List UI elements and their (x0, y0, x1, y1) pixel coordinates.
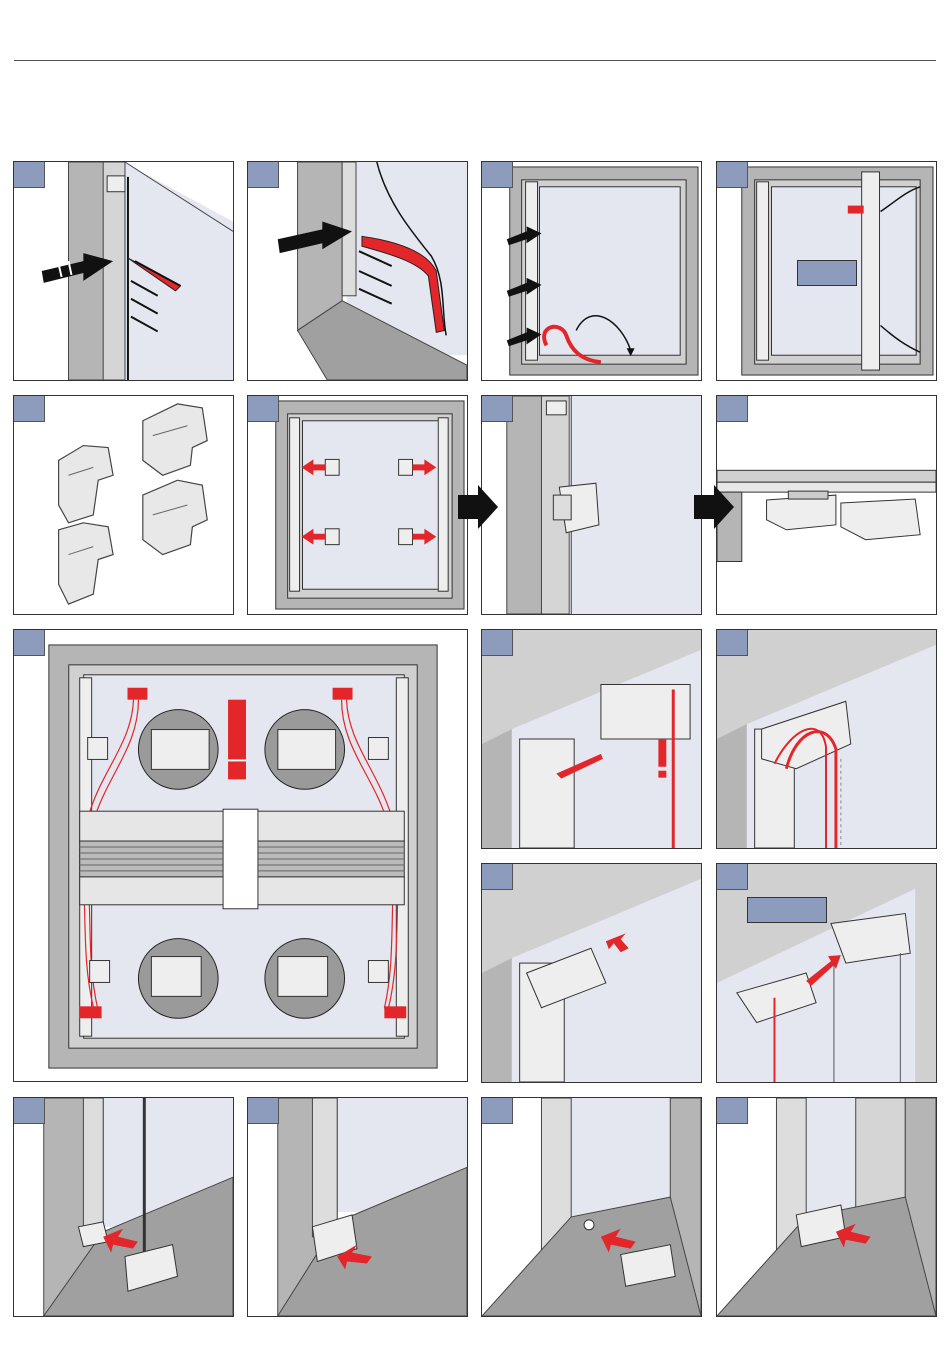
step-8-panel (716, 395, 937, 615)
step-badge (717, 864, 748, 890)
bracket-side-illustration (482, 396, 701, 614)
step-badge (717, 162, 748, 188)
step-badge (14, 630, 45, 656)
step-badge (248, 1098, 279, 1124)
clip-insert-illustration (14, 162, 233, 380)
step-badge (482, 864, 513, 890)
step-badge (248, 396, 279, 422)
step-4-panel (716, 161, 937, 381)
bottom-bracket-4-illustration (717, 1098, 936, 1316)
bracket-positions-illustration (248, 396, 467, 614)
headrail-clip-illustration (482, 630, 701, 848)
step-badge (482, 162, 513, 188)
step-badge (248, 162, 279, 188)
headrail-press-illustration (482, 864, 701, 1082)
step-badge (717, 396, 748, 422)
bottom-bracket-2-illustration (248, 1098, 467, 1316)
bracket-section-illustration (717, 396, 936, 614)
step-badge (14, 396, 45, 422)
step-13-panel (716, 863, 937, 1083)
next-arrow-icon (458, 485, 498, 529)
step-5-panel (13, 395, 234, 615)
step-11-panel (716, 629, 937, 849)
bottom-bracket-3-illustration (482, 1098, 701, 1316)
frame-routing-illustration (482, 162, 701, 380)
step-badge (482, 396, 513, 422)
step-badge (717, 630, 748, 656)
bottom-bracket-1-illustration (14, 1098, 233, 1316)
step-1-panel (13, 161, 234, 381)
step-15-panel (247, 1097, 468, 1317)
step-6-panel (247, 395, 468, 615)
cord-insert-illustration (248, 162, 467, 380)
step-badge (717, 1098, 748, 1124)
cord-routing-headrail-illustration (717, 630, 936, 848)
attach-label-box (747, 897, 827, 923)
next-arrow-icon (694, 485, 734, 529)
pleated-blind-overview-illustration (14, 630, 467, 1081)
step-badge (14, 1098, 45, 1124)
step-12-panel (481, 863, 702, 1083)
step-badge (482, 1098, 513, 1124)
bracket-parts-illustration (14, 396, 233, 614)
step-badge (482, 630, 513, 656)
measure-label-box (797, 260, 857, 286)
step-10-panel (481, 629, 702, 849)
step-2-panel (247, 161, 468, 381)
step-7-panel (481, 395, 702, 615)
step-16-panel (481, 1097, 702, 1317)
step-badge (14, 162, 45, 188)
step-17-panel (716, 1097, 937, 1317)
step-9-panel (13, 629, 468, 1082)
step-14-panel (13, 1097, 234, 1317)
top-rule (14, 60, 936, 61)
step-3-panel (481, 161, 702, 381)
